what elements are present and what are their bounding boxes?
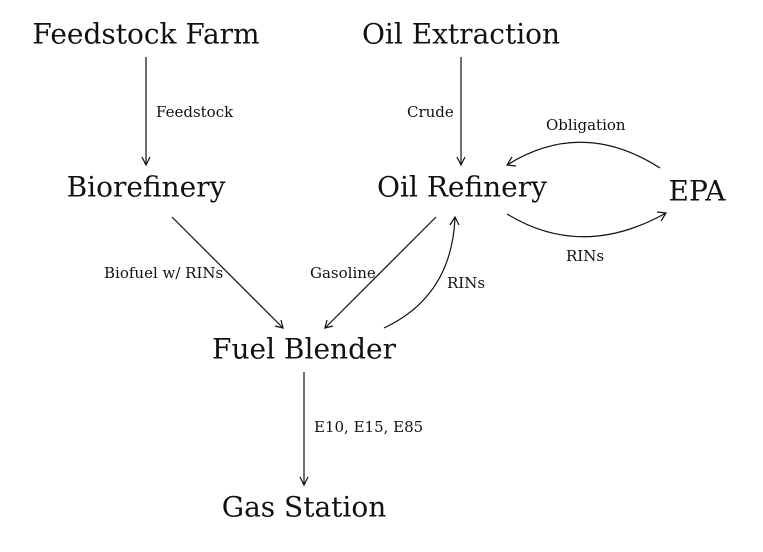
- node-gas-station: Gas Station: [222, 491, 387, 524]
- label-gasoline: Gasoline: [310, 264, 376, 282]
- edge-epa-to-refinery: [505, 141, 661, 169]
- edge-farm-to-biorefinery: [141, 57, 151, 167]
- edge-blender-to-station: [299, 372, 309, 487]
- label-e10-e15-e85: E10, E15, E85: [314, 418, 423, 436]
- node-epa: EPA: [669, 175, 727, 208]
- node-oil-extraction: Oil Extraction: [362, 18, 560, 51]
- node-oil-refinery: Oil Refinery: [377, 171, 547, 204]
- label-obligation: Obligation: [546, 116, 626, 134]
- node-fuel-blender: Fuel Blender: [212, 333, 397, 366]
- label-rins-to-epa: RINs: [566, 247, 604, 265]
- edge-refinery-to-blender: [324, 216, 437, 329]
- label-crude: Crude: [407, 103, 454, 121]
- label-feedstock: Feedstock: [156, 103, 234, 121]
- label-biofuel-with-rins: Biofuel w/ RINs: [104, 264, 223, 282]
- edge-refinery-to-epa: [506, 211, 668, 238]
- edge-blender-to-refinery: [383, 215, 460, 329]
- edge-extraction-to-refinery: [456, 57, 466, 167]
- label-rins-to-refinery: RINs: [447, 274, 485, 292]
- edge-biorefinery-to-blender: [171, 216, 284, 329]
- node-biorefinery: Biorefinery: [67, 171, 226, 204]
- node-feedstock-farm: Feedstock Farm: [32, 18, 259, 51]
